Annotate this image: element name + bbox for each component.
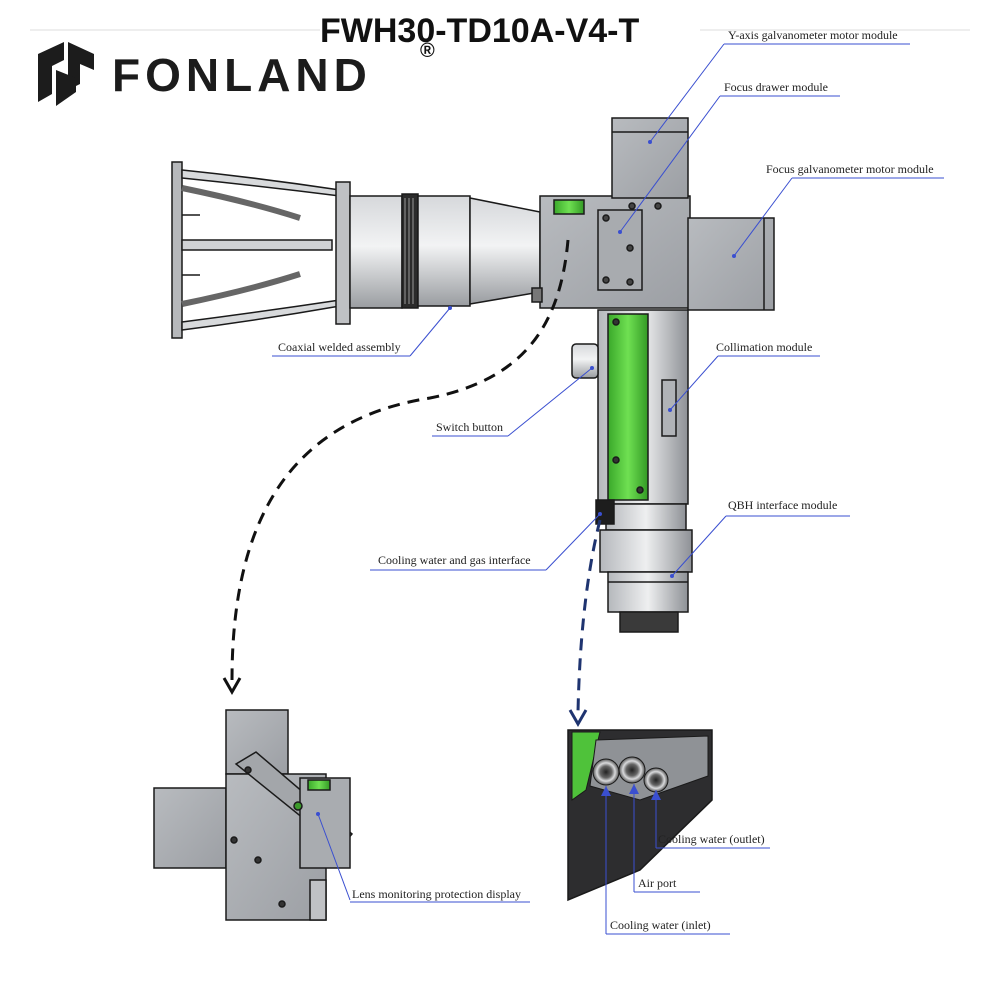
label-qbh: QBH interface module: [728, 498, 838, 512]
label-lens-monitor: Lens monitoring protection display: [352, 887, 521, 901]
header-rule: [30, 29, 970, 31]
model-title: FWH30-TD10A-V4-T: [320, 12, 640, 50]
label-switch-button: Switch button: [436, 420, 504, 434]
label-cooling-inlet: Cooling water (inlet): [610, 918, 711, 932]
focus-galvo-module: [687, 217, 775, 311]
brand-name: FONLAND: [112, 49, 372, 101]
label-y-axis-galvo: Y-axis galvanometer motor module: [728, 28, 898, 42]
y-axis-galvo-module: [611, 117, 689, 199]
label-cooling-outlet: Cooling water (outlet): [658, 832, 765, 846]
label-cooling-gas: Cooling water and gas interface: [378, 553, 531, 567]
label-collimation: Collimation module: [716, 340, 813, 354]
registered-mark: ®: [420, 40, 435, 62]
label-air-port: Air port: [638, 876, 677, 890]
qbh-interface-module: [595, 499, 693, 633]
label-coaxial-welded: Coaxial welded assembly: [278, 340, 401, 354]
central-head-block: [531, 195, 691, 309]
fonland-logo-icon: [38, 42, 94, 106]
coaxial-welded-assembly: [171, 161, 541, 339]
label-focus-drawer: Focus drawer module: [724, 80, 828, 94]
handle-collimation-module: [571, 309, 689, 505]
label-focus-galvo: Focus galvanometer motor module: [766, 162, 934, 176]
